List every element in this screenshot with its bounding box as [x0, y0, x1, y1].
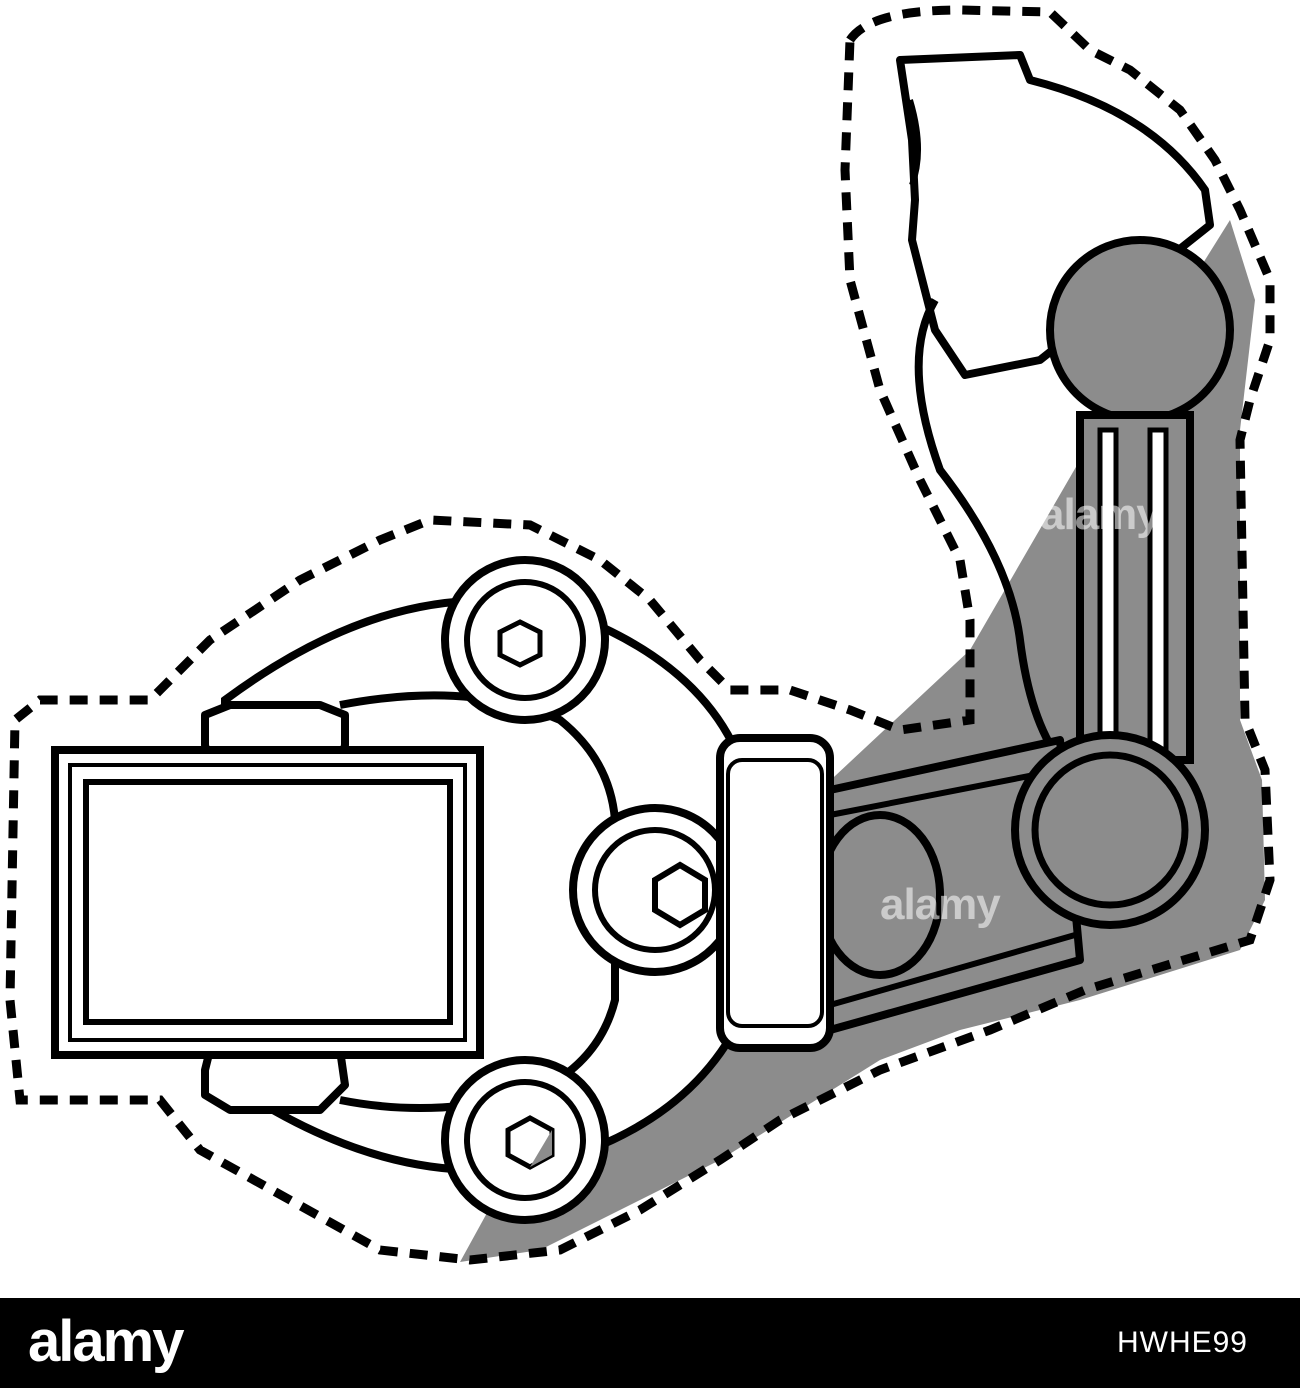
forearm-rod-outer — [1076, 411, 1194, 764]
arm-cable — [914, 297, 1064, 763]
image-id-label: HWHE99 — [1116, 1326, 1248, 1359]
link-bar-lines — [829, 767, 1076, 1008]
footer-bar: alamy HWHE99 — [0, 1298, 1300, 1388]
elbow-joint-inner — [1031, 751, 1189, 909]
forearm-rod-inner-2 — [1147, 427, 1169, 753]
forearm-rod-inner — [1097, 427, 1119, 753]
capsule-joint-inner — [726, 758, 824, 1028]
hex-nut-top-icon — [497, 619, 543, 668]
footer-logo: alamy — [28, 1309, 184, 1374]
sticker-cut-outline-upper — [5, 5, 1275, 1265]
robot-arm-sticker-illustration — [5, 5, 1275, 1265]
gripper-claw — [896, 51, 1214, 379]
gripper-claw-inner — [907, 99, 921, 187]
hex-nut-center-icon — [652, 861, 708, 929]
pulley — [816, 811, 944, 979]
wrist-joint — [1046, 236, 1234, 424]
palm-plate-screen — [83, 779, 453, 1025]
hex-nut-bottom-shade — [530, 1130, 552, 1167]
